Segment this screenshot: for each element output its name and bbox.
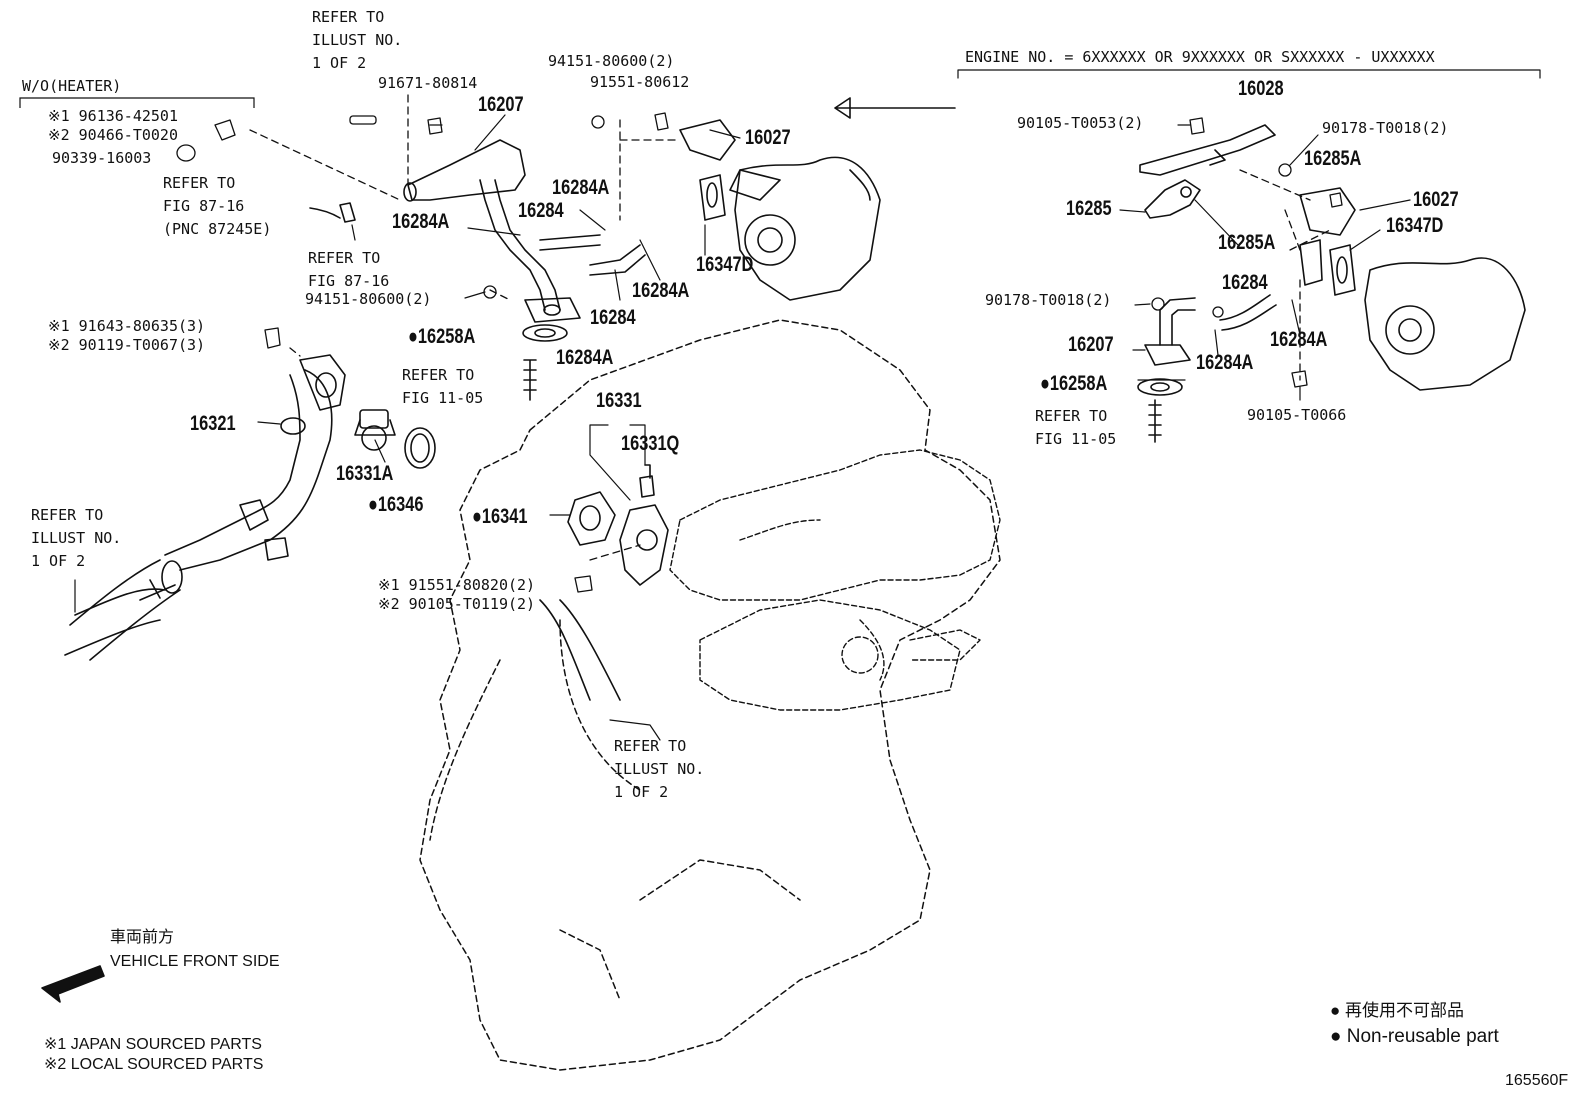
- local-sourced-note: ※2 LOCAL SOURCED PARTS: [44, 1056, 264, 1073]
- part-16331Q: 16331Q: [621, 432, 680, 455]
- gasket-16258A-right: [1137, 378, 1183, 396]
- stud-left: [523, 359, 537, 401]
- part-91551-820: ※1 91551-80820(2): [378, 576, 536, 594]
- part-16258A-right: ●16258A: [1040, 372, 1108, 395]
- pipe-16207-right: [1144, 294, 1277, 366]
- part-90178-b: 90178-T0018(2): [985, 291, 1112, 309]
- part-90105-119: ※2 90105-T0119(2): [378, 595, 536, 613]
- vehicle-front-en: VEHICLE FRONT SIDE: [110, 953, 280, 970]
- part-96136: ※1 96136-42501: [48, 107, 178, 125]
- gasket-16258A-left: [522, 324, 568, 342]
- part-16331: 16331: [596, 389, 642, 412]
- part-16027-right: 16027: [1413, 188, 1459, 211]
- part-91671: 91671-80814: [378, 74, 478, 92]
- vehicle-front-jp: 車両前方: [110, 929, 175, 946]
- gasket-16346: [404, 427, 436, 469]
- part-16207: 16207: [478, 93, 524, 116]
- water-outlet-16331: [619, 464, 669, 586]
- part-16284-1: 16284: [518, 199, 564, 222]
- water-pipe-16321: [69, 354, 346, 661]
- leader-lines: [74, 114, 741, 741]
- part-94151-mid: 94151-80600(2): [305, 290, 432, 308]
- diagram-code: 165560F: [1505, 1072, 1569, 1089]
- part-16331A: 16331A: [336, 462, 394, 485]
- hoses-16284-left: [309, 202, 646, 276]
- engine-number-label: ENGINE NO. = 6XXXXXX OR 9XXXXXX OR SXXXX…: [965, 48, 1435, 66]
- leader-lines-right: [1119, 124, 1411, 401]
- part-90105-066: 90105-T0066: [1247, 406, 1347, 424]
- legend-non-reusable-jp: ● 再使用不可部品: [1330, 1001, 1464, 1020]
- part-16207-right: 16207: [1068, 333, 1114, 356]
- refer-fig-1105-a: REFER TO FIG 11-05: [402, 366, 484, 407]
- turbo-right: [1299, 187, 1526, 391]
- part-16321: 16321: [190, 412, 236, 435]
- direction-arrow-top: [834, 97, 956, 119]
- part-16284-2: 16284: [590, 306, 636, 329]
- refer-illust-left: REFER TO ILLUST NO. 1 OF 2: [31, 506, 122, 570]
- part-16258A-left: ●16258A: [408, 325, 476, 348]
- japan-sourced-note: ※1 JAPAN SOURCED PARTS: [44, 1036, 262, 1053]
- hose-lower-center: [539, 599, 591, 701]
- part-90339: 90339-16003: [52, 149, 152, 167]
- gasket-16341: [567, 491, 616, 546]
- part-90178-a: 90178-T0018(2): [1322, 119, 1449, 137]
- wo-heater-label: W/O(HEATER): [22, 77, 122, 95]
- thermostat-16331A: [354, 409, 396, 451]
- part-91551-612: 91551-80612: [590, 73, 690, 91]
- part-16285A-2: 16285A: [1218, 231, 1276, 254]
- part-16284A-2: 16284A: [552, 176, 610, 199]
- pipe-16285: [1144, 179, 1201, 219]
- stud-right: [1148, 399, 1162, 443]
- part-16347D-left: 16347D: [696, 253, 754, 276]
- engine-block: [419, 319, 1001, 1071]
- refer-fig-8716-b: REFER TO FIG 87-16: [308, 249, 390, 290]
- part-16028: 16028: [1238, 77, 1284, 100]
- part-16284A-right-1: 16284A: [1270, 328, 1328, 351]
- part-16284A-3: 16284A: [632, 279, 690, 302]
- leader-dashes-right: [1239, 169, 1331, 381]
- part-16284A-right-2: 16284A: [1196, 351, 1254, 374]
- engine-no-bracket: [957, 69, 1541, 79]
- refer-illust-top: REFER TO ILLUST NO. 1 OF 2: [312, 8, 403, 72]
- part-16341: ●16341: [472, 505, 528, 528]
- legend-non-reusable-en: ● Non-reusable part: [1330, 1026, 1499, 1047]
- part-94151-top: 94151-80600(2): [548, 52, 675, 70]
- refer-fig-8716-a: REFER TO FIG 87-16 (PNC 87245E): [163, 174, 272, 238]
- leader-dashes-left: [249, 94, 681, 561]
- part-90105-053: 90105-T0053(2): [1017, 114, 1144, 132]
- fasteners-right: [1151, 117, 1343, 388]
- part-16284A-1: 16284A: [392, 210, 450, 233]
- part-90466: ※2 90466-T0020: [48, 126, 178, 144]
- intake-manifold: [669, 449, 1001, 711]
- front-arrow-icon: [41, 965, 105, 1003]
- part-16027-left: 16027: [745, 126, 791, 149]
- part-16285A-1: 16285A: [1304, 147, 1362, 170]
- part-16346: ●16346: [368, 493, 424, 516]
- turbo-left: [679, 119, 881, 301]
- wo-heater-bracket: [19, 97, 255, 108]
- part-16284-right: 16284: [1222, 271, 1268, 294]
- fasteners-left: [176, 112, 669, 593]
- part-16284A-4: 16284A: [556, 346, 614, 369]
- pipe-16207-left: [403, 139, 581, 323]
- refer-fig-1105-b: REFER TO FIG 11-05: [1035, 407, 1117, 448]
- part-16285: 16285: [1066, 197, 1112, 220]
- part-90119: ※2 90119-T0067(3): [48, 336, 206, 354]
- lower-hose: [64, 588, 166, 656]
- refer-illust-bottom: REFER TO ILLUST NO. 1 OF 2: [614, 737, 705, 801]
- part-91643: ※1 91643-80635(3): [48, 317, 206, 335]
- bracket-16028: [1139, 124, 1276, 176]
- part-16347D-right: 16347D: [1386, 214, 1444, 237]
